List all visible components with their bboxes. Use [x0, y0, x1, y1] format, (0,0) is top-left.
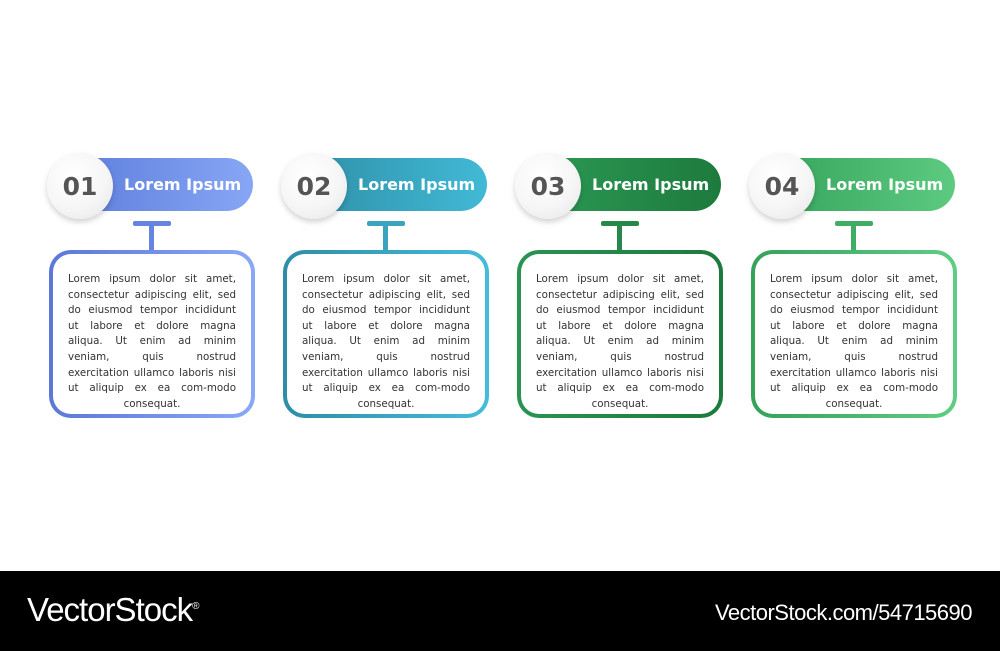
step-01-title: Lorem Ipsum: [124, 175, 242, 194]
step-03-number-badge: 03: [515, 153, 581, 219]
step-02-connector-stem: [383, 221, 388, 252]
watermark-footer: VectorStock® VectorStock.com/54715690: [0, 571, 1000, 651]
step-04-number-badge: 04: [749, 153, 815, 219]
vectorstock-logo: VectorStock®: [27, 591, 200, 629]
step-03-title: Lorem Ipsum: [592, 175, 710, 194]
step-01-number-badge: 01: [47, 153, 113, 219]
step-02-number: 02: [296, 171, 332, 201]
step-03-connector-stem: [617, 221, 622, 252]
step-02: Lorem Ipsum 02 Lorem ipsum dolor sit ame…: [281, 153, 491, 421]
step-03-description: Lorem ipsum dolor sit amet, consectetur …: [536, 273, 704, 410]
step-01-connector-stem: [149, 221, 154, 252]
image-url: VectorStock.com/54715690: [714, 600, 973, 625]
step-03-number: 03: [530, 171, 566, 201]
step-04-text-box: Lorem ipsum dolor sit amet, consectetur …: [751, 250, 957, 418]
step-04-number: 04: [764, 171, 800, 201]
step-02-text-box: Lorem ipsum dolor sit amet, consectetur …: [283, 250, 489, 418]
step-02-description: Lorem ipsum dolor sit amet, consectetur …: [302, 273, 470, 410]
step-02-number-badge: 02: [281, 153, 347, 219]
step-02-title: Lorem Ipsum: [358, 175, 476, 194]
registered-mark: ®: [192, 601, 199, 612]
step-04-description: Lorem ipsum dolor sit amet, consectetur …: [770, 273, 938, 410]
step-04-title: Lorem Ipsum: [826, 175, 944, 194]
vectorstock-logo-text: VectorStock: [27, 591, 193, 628]
step-04: Lorem Ipsum 04 Lorem ipsum dolor sit ame…: [749, 153, 959, 421]
step-03: Lorem Ipsum 03 Lorem ipsum dolor sit ame…: [515, 153, 725, 421]
step-01: Lorem Ipsum 01 Lorem ipsum dolor sit ame…: [47, 153, 257, 421]
step-04-connector-stem: [851, 221, 856, 252]
step-01-description: Lorem ipsum dolor sit amet, consectetur …: [68, 273, 236, 410]
step-01-text-box: Lorem ipsum dolor sit amet, consectetur …: [49, 250, 255, 418]
step-03-text-box: Lorem ipsum dolor sit amet, consectetur …: [517, 250, 723, 418]
step-01-number: 01: [62, 171, 98, 201]
